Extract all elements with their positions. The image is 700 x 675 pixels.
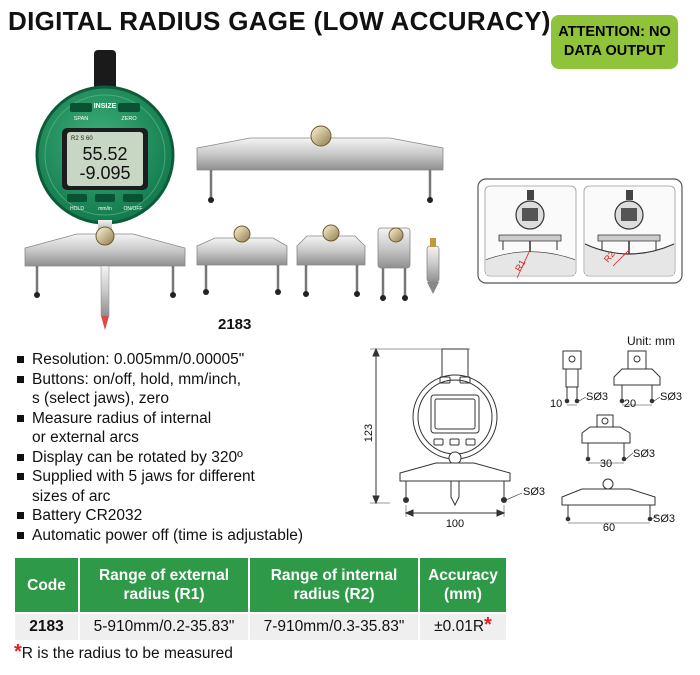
header-acc-line1: Accuracy <box>428 567 498 584</box>
svg-text:mm/in: mm/in <box>98 206 112 212</box>
feature-item: or external arcs <box>32 429 139 446</box>
feature-list: Resolution: 0.005mm/0.00005" Buttons: on… <box>14 350 354 545</box>
lcd-line2: -9.095 <box>79 163 130 183</box>
cell-external-range: 5-910mm/0.2-35.83" <box>78 612 250 642</box>
cell-accuracy: ±0.01R* <box>418 612 508 642</box>
hold-button <box>67 194 87 202</box>
header-code: Code <box>13 556 80 614</box>
zero-button <box>118 103 140 112</box>
accuracy-value: ±0.01R <box>434 618 485 635</box>
dim-sphere: SØ3 <box>653 513 675 525</box>
header-ext-line2: radius (R1) <box>123 586 205 603</box>
feature-item: Display can be rotated by 320º <box>14 448 354 468</box>
jaw-30 <box>196 237 288 266</box>
r1-label: R1 <box>513 258 527 273</box>
lcd-line1: 55.52 <box>82 144 127 164</box>
attention-line1: ATTENTION: NO <box>558 24 671 40</box>
dim-sphere: SØ3 <box>586 391 608 403</box>
attention-badge: ATTENTION: NO DATA OUTPUT <box>551 15 678 69</box>
page-title: DIGITAL RADIUS GAGE (LOW ACCURACY) <box>8 6 551 36</box>
lcd-status: R2 S 60 <box>71 136 93 142</box>
usage-diagram: R1 R2 <box>477 178 683 284</box>
unit-label: Unit: mm <box>627 334 675 348</box>
feature-item: Resolution: 0.005mm/0.00005" <box>14 350 354 370</box>
feature-item: Supplied with 5 jaws for different <box>14 467 354 487</box>
svg-text:ON/OFF: ON/OFF <box>124 206 143 212</box>
lcd-screen <box>67 132 143 186</box>
product-photo: INSIZE SPAN ZERO R2 S 60 55.52 -9.095 HO… <box>24 50 444 330</box>
footnote-text: R is the radius to be measured <box>21 645 233 662</box>
main-jaw <box>24 233 186 267</box>
feature-item: Battery CR2032 <box>14 506 354 526</box>
feature-item: Buttons: on/off, hold, mm/inch, <box>14 370 354 390</box>
table-header-row: Code Range of external radius (R1) Range… <box>13 556 508 614</box>
svg-text:HOLD: HOLD <box>70 206 84 212</box>
mm-in-button <box>95 194 115 202</box>
onoff-button <box>123 194 143 202</box>
dim-width: 100 <box>446 518 464 530</box>
svg-text:ZERO: ZERO <box>121 116 137 122</box>
header-accuracy: Accuracy (mm) <box>418 556 508 614</box>
brand-logo: INSIZE <box>94 103 117 110</box>
feature-item: s (select jaws), zero <box>32 390 169 407</box>
cell-code: 2183 <box>13 612 80 642</box>
accuracy-star: * <box>484 614 492 636</box>
header-external-radius: Range of external radius (R1) <box>78 556 250 614</box>
header-acc-line2: (mm) <box>444 586 482 603</box>
feature-item: sizes of arc <box>32 487 111 505</box>
dim-height: 123 <box>363 424 375 442</box>
footnote-star: * <box>14 641 22 663</box>
header-ext-line1: Range of external <box>98 567 230 584</box>
jaw-60 <box>196 137 444 171</box>
table-row: 2183 5-910mm/0.2-35.83" 7-910mm/0.3-35.8… <box>13 612 508 642</box>
feature-item: Automatic power off (time is adjustable) <box>14 526 354 546</box>
dim-sphere: SØ3 <box>633 448 655 460</box>
model-label: 2183 <box>218 316 252 333</box>
dim-jaw-30: 30 <box>600 458 612 470</box>
span-button <box>70 103 92 112</box>
cell-internal-range: 7-910mm/0.3-35.83" <box>248 612 420 642</box>
probe-tip <box>426 245 440 283</box>
dim-jaw-60: 60 <box>603 522 615 534</box>
header-int-line2: radius (R2) <box>293 586 375 603</box>
header-int-line1: Range of internal <box>270 567 398 584</box>
dimension-drawing: 123 100 SØ3 10 SØ3 20 SØ3 30 SØ3 60 SØ3 <box>363 347 682 534</box>
dim-jaw-20: 20 <box>624 398 636 410</box>
dim-sphere: SØ3 <box>660 391 682 403</box>
dim-sphere: SØ3 <box>523 486 545 498</box>
attention-line2: DATA OUTPUT <box>563 43 666 59</box>
dim-jaw-10: 10 <box>550 398 562 410</box>
svg-text:SPAN: SPAN <box>74 116 89 122</box>
header-internal-radius: Range of internal radius (R2) <box>248 556 420 614</box>
spec-table: Code Range of external radius (R1) Range… <box>13 556 508 642</box>
footnote: *R is the radius to be measured <box>14 642 233 663</box>
feature-item: Measure radius of internal <box>14 409 354 429</box>
jaw-20 <box>296 235 366 266</box>
